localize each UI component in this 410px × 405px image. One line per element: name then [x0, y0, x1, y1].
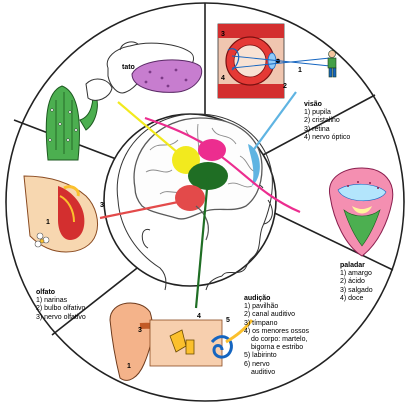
- person-figure: [327, 50, 337, 78]
- visao-item: 2) cristalino: [304, 117, 340, 125]
- audicao-list: 1) pavilhão 2) canal auditivo 3) tímpano…: [244, 303, 309, 377]
- olfato-item: 1) narinas: [36, 297, 68, 305]
- paladar-illustration: [329, 167, 394, 257]
- brain-area-audicao: [188, 162, 228, 190]
- hand-small: [85, 78, 113, 101]
- paladar-item: 2) ácido: [340, 278, 365, 286]
- sense-connectors: [99, 91, 301, 309]
- visao-title: visão: [304, 101, 322, 108]
- cochlea: [210, 335, 233, 359]
- olfactory-bulb: [63, 185, 80, 197]
- human-head: [116, 113, 273, 291]
- visao-item: 1) pupila: [304, 109, 331, 117]
- outer-ear: [109, 302, 153, 381]
- visao-list: 1) pupila 2) cristalino 3) retina 4) ner…: [304, 109, 350, 142]
- olfato-illustration: 1 3: [23, 175, 104, 253]
- flower-icon: [34, 232, 50, 248]
- audicao-item: do corpo: martelo,: [251, 336, 308, 344]
- brain-area-olfato: [175, 185, 205, 211]
- lens: [267, 52, 277, 70]
- audicao-marker-1: 1: [127, 363, 131, 370]
- audicao-item: auditivo: [251, 368, 276, 376]
- connector-olfato: [99, 198, 189, 220]
- visao-label: visão 1) pupila 2) cristalino 3) retina …: [304, 101, 350, 142]
- visao-marker-1: 1: [298, 67, 302, 74]
- audicao-item: 1) pavilhão: [244, 303, 279, 311]
- visao-illustration: 1 2 3 4: [217, 23, 337, 99]
- audicao-title: audição: [244, 295, 271, 302]
- connector-visao: [251, 91, 297, 153]
- connector-paladar: [144, 116, 301, 214]
- paladar-item: 1) amargo: [340, 270, 372, 278]
- brain-area-visao: [248, 144, 260, 186]
- olfato-marker-3: 3: [100, 202, 104, 209]
- audicao-item: 6) nervo: [244, 360, 270, 368]
- olfato-item: 3) nervo olfativo: [36, 313, 86, 321]
- paladar-title: paladar: [340, 262, 365, 269]
- audicao-marker-4: 4: [197, 313, 201, 320]
- audicao-marker-3: 3: [138, 327, 142, 334]
- audicao-item: 3) tímpano: [244, 319, 278, 327]
- auditory-nerve: [225, 319, 254, 344]
- visao-item: 4) nervo óptico: [304, 133, 351, 141]
- olfato-marker-1: 1: [46, 219, 50, 226]
- olfato-title: olfato: [36, 289, 56, 296]
- paladar-item: 3) salgado: [340, 286, 373, 294]
- audicao-illustration: 1 3 4 5: [109, 302, 254, 381]
- audicao-marker-5: 5: [226, 317, 230, 324]
- visao-marker-3: 3: [221, 31, 225, 38]
- audicao-item: bigorna e estribo: [251, 344, 304, 352]
- cactus: [45, 85, 80, 161]
- visao-item: 3) retina: [304, 125, 330, 133]
- tato-illustration: [45, 41, 203, 161]
- paladar-label: paladar 1) amargo 2) ácido 3) salgado 4)…: [340, 262, 373, 303]
- olfato-label: olfato 1) narinas 2) bulbo olfativo 3) n…: [36, 289, 86, 322]
- visao-marker-4: 4: [221, 75, 225, 82]
- audicao-item: 5) labirinto: [244, 352, 277, 360]
- audicao-item: 4) os menores ossos: [244, 327, 309, 335]
- olfato-list: 1) narinas 2) bulbo olfativo 3) nervo ol…: [36, 297, 86, 322]
- audicao-label: audição 1) pavilhão 2) canal auditivo 3)…: [244, 295, 309, 377]
- olfato-item: 2) bulbo olfativo: [36, 305, 86, 313]
- inner-ear-bones: [169, 329, 195, 355]
- visao-marker-2: 2: [283, 83, 287, 90]
- sponge: [131, 59, 203, 93]
- paladar-list: 1) amargo 2) ácido 3) salgado 4) doce: [340, 270, 373, 303]
- audicao-item: 2) canal auditivo: [244, 311, 295, 319]
- tato-title: tato: [122, 64, 135, 71]
- connector-tato: [117, 101, 185, 159]
- paladar-item: 4) doce: [340, 294, 364, 302]
- connector-audicao: [194, 177, 210, 309]
